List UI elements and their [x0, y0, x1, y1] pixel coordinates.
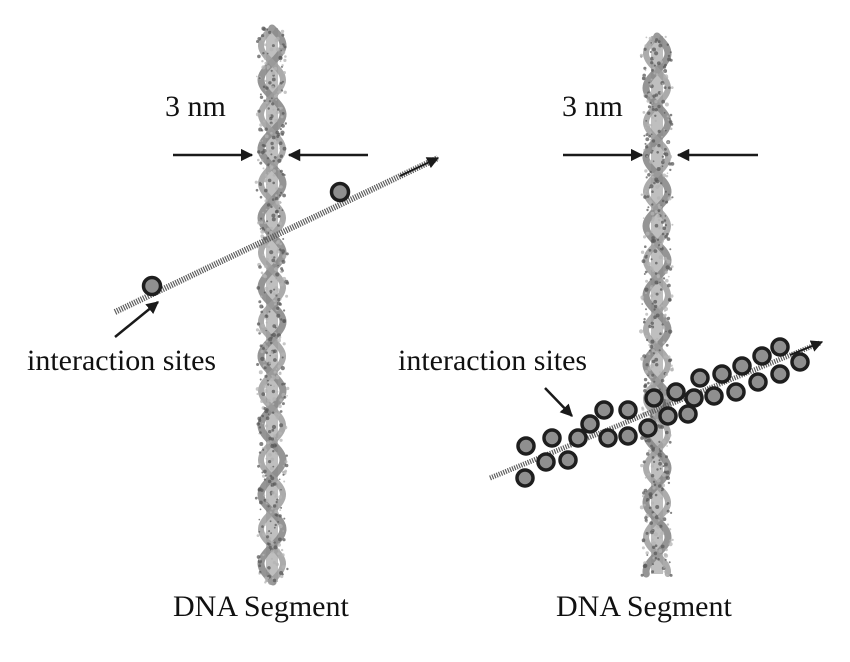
interaction-site-icon — [558, 450, 578, 470]
interaction-site-icon — [618, 426, 638, 446]
trajectory-arrow-icon — [489, 340, 824, 481]
sites-label-right: interaction sites — [398, 344, 588, 377]
interaction-site-icon — [726, 382, 746, 402]
interaction-site-icon — [770, 337, 790, 357]
interaction-site-icon — [638, 418, 658, 438]
interaction-site-icon — [568, 428, 588, 448]
interaction-site-icon — [690, 368, 710, 388]
segment-label-left: DNA Segment — [173, 590, 349, 623]
interaction-site-icon — [515, 468, 535, 488]
interaction-site-icon — [580, 414, 600, 434]
panel-left — [113, 24, 440, 586]
interaction-site-icon — [666, 382, 686, 402]
trajectory-arrow-icon — [113, 155, 440, 315]
panel-right — [489, 32, 824, 578]
interaction-site-icon — [770, 364, 790, 384]
interaction-site-icon — [678, 404, 698, 424]
interaction-site-icon — [644, 388, 664, 408]
interaction-site-icon — [704, 386, 724, 406]
width-label-right: 3 nm — [562, 90, 623, 123]
interaction-site-icon — [536, 452, 556, 472]
interaction-sites-right — [515, 337, 810, 488]
interaction-site-icon — [732, 356, 752, 376]
interaction-site-icon — [790, 352, 810, 372]
interaction-site-icon — [618, 400, 638, 420]
interaction-site-icon — [598, 428, 618, 448]
dna-helix-icon — [639, 32, 675, 578]
interaction-site-icon — [712, 364, 732, 384]
interaction-site-icon — [594, 400, 614, 420]
interaction-site-icon — [516, 436, 536, 456]
interaction-site-icon — [658, 406, 678, 426]
interaction-site-icon — [684, 388, 704, 408]
width-label-left: 3 nm — [165, 90, 226, 123]
interaction-site-icon — [748, 372, 768, 392]
sites-pointer-left — [114, 301, 159, 338]
interaction-sites-left — [141, 181, 351, 297]
interaction-site-icon — [752, 346, 772, 366]
segment-label-right: DNA Segment — [556, 590, 732, 623]
dna-helix-icon — [254, 24, 290, 586]
interaction-site-icon — [141, 275, 163, 297]
sites-label-left: interaction sites — [27, 344, 217, 377]
interaction-site-icon — [329, 181, 351, 203]
sites-pointer-right — [544, 387, 573, 417]
interaction-site-icon — [542, 428, 562, 448]
